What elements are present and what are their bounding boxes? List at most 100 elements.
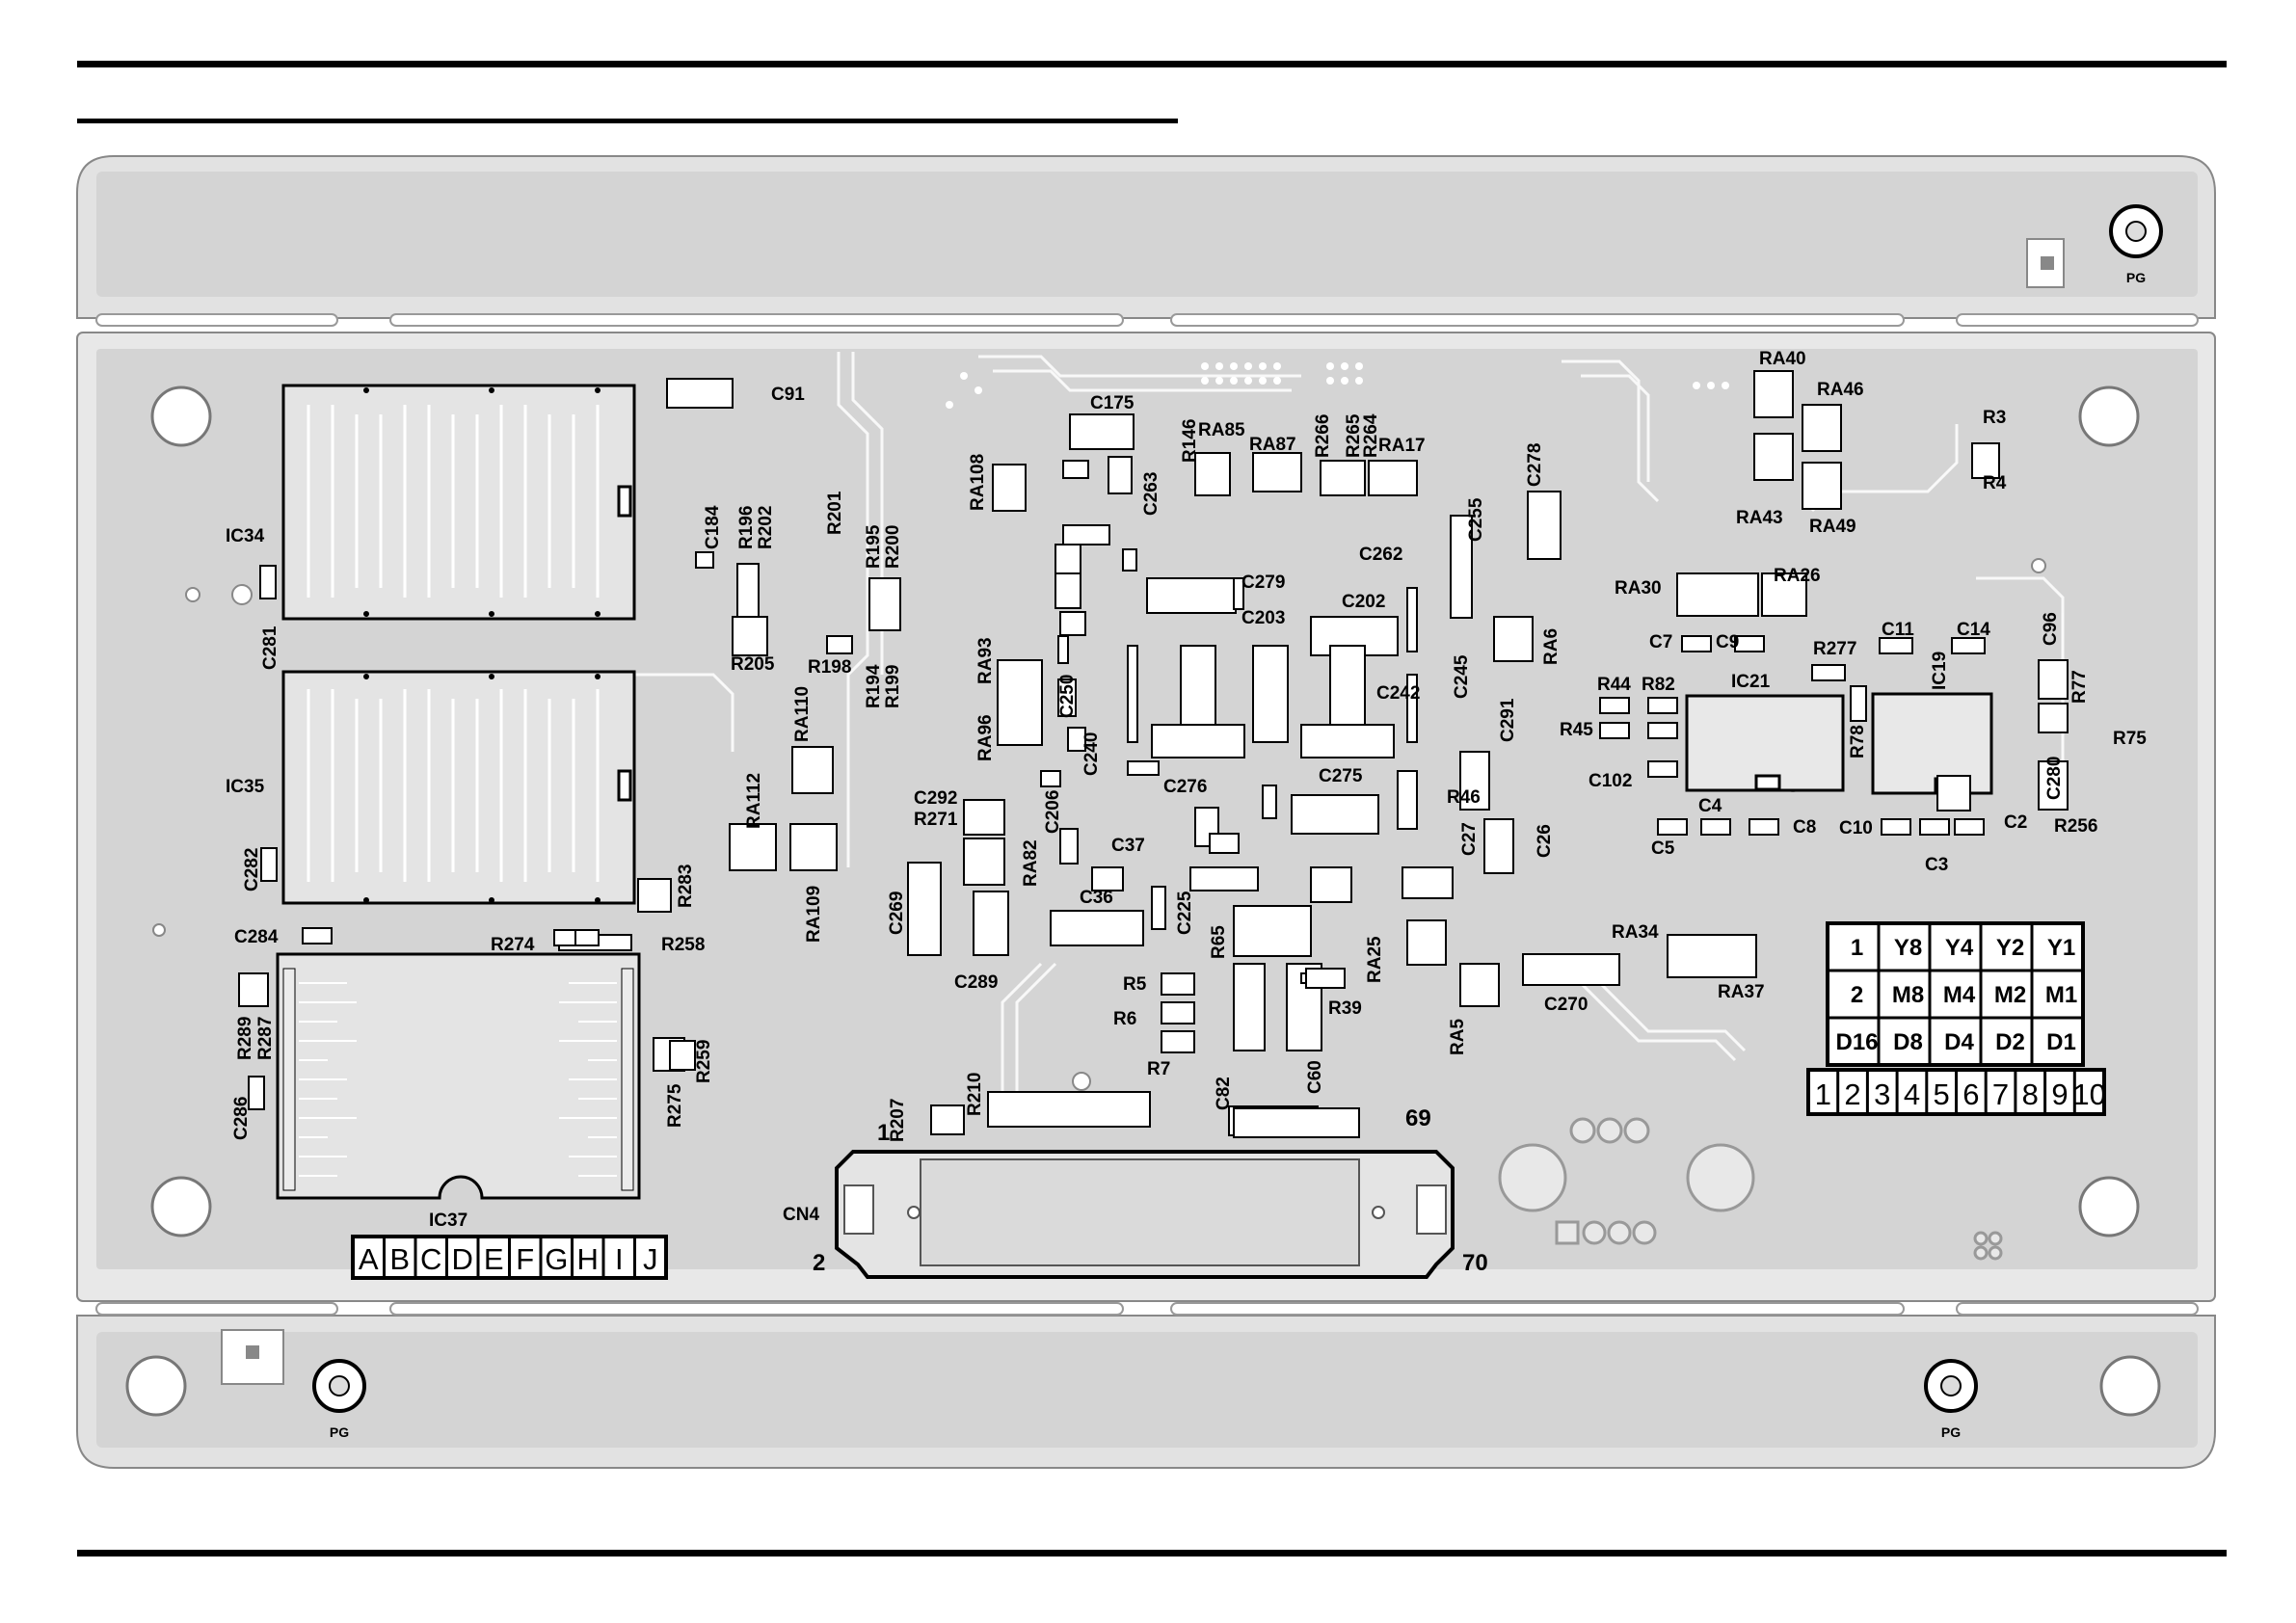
component-label: R283 [676, 865, 696, 908]
table-cell: Y2 [1996, 935, 2024, 961]
component-label: RA109 [804, 886, 824, 943]
smd-pad [1919, 818, 1950, 836]
jumper-letter: G [545, 1242, 568, 1276]
component-label: C184 [703, 505, 723, 549]
component-label: R207 [888, 1099, 908, 1142]
component-label: RA108 [968, 454, 988, 511]
jumper-letter: F [516, 1242, 534, 1276]
table-cell: D1 [2046, 1029, 2076, 1055]
smd-pad [1406, 919, 1447, 966]
component-label: R287 [255, 1017, 276, 1060]
component-label: C281 [260, 625, 280, 670]
component-label: C7 [1649, 632, 1672, 652]
smd-pad [1802, 462, 1842, 510]
table-cell: 1 [1851, 935, 1863, 961]
jumper-letter: B [389, 1242, 410, 1276]
component-label: C240 [1081, 732, 1102, 776]
component-label: C286 [231, 1097, 252, 1140]
smd-pad [1368, 460, 1418, 496]
smd-pad [1252, 645, 1289, 743]
component-label: R195 [864, 524, 884, 569]
smd-pad [868, 577, 901, 631]
smd-pad [2038, 659, 2069, 700]
component-label: RA5 [1448, 1019, 1468, 1055]
digit-cell: 7 [1992, 1078, 2009, 1111]
smd-pad [1657, 818, 1688, 836]
table-cell: D4 [1944, 1029, 1974, 1055]
component-label: C245 [1452, 654, 1472, 699]
component-label: R65 [1209, 925, 1229, 959]
smd-pad [1122, 548, 1137, 572]
sub-rule [77, 119, 1178, 123]
component-label: RA49 [1809, 517, 1856, 537]
smd-pad [1459, 751, 1490, 811]
component-label: R271 [914, 810, 958, 830]
component-label: R4 [1983, 473, 2007, 493]
component-label: C292 [914, 788, 957, 809]
pin-marker [489, 611, 494, 617]
smd-pad [1753, 433, 1794, 481]
component-label: R202 [756, 506, 776, 549]
component-label: C3 [1925, 855, 1948, 875]
cn4-connector[interactable] [835, 1150, 1455, 1279]
component-label: RA110 [792, 686, 813, 742]
smd-pad [1057, 678, 1077, 717]
smd-pad [1320, 460, 1366, 496]
smd-pad [1749, 818, 1779, 836]
smd-pad [1305, 968, 1346, 989]
component-label: RA87 [1249, 435, 1296, 455]
pg-label-bottom-right: PG [1941, 1424, 1961, 1440]
component-label: R196 [736, 506, 757, 549]
smd-pad [1667, 934, 1757, 978]
component-label: R266 [1313, 414, 1333, 458]
smd-pad [907, 862, 942, 956]
cn4-pin-2: 2 [813, 1250, 825, 1276]
component-label: RA6 [1541, 628, 1562, 665]
component-label: C291 [1498, 698, 1518, 742]
component-label: RA43 [1736, 508, 1783, 528]
component-label: C36 [1080, 888, 1113, 908]
component-label: R277 [1813, 639, 1856, 659]
table-cell: M2 [1994, 982, 2026, 1008]
ic35-outline [281, 670, 636, 905]
smd-pad [666, 378, 734, 409]
component-label: R264 [1361, 413, 1381, 458]
component-label: R77 [2069, 670, 2090, 704]
component-label: C242 [1376, 683, 1420, 704]
component-label: R39 [1328, 998, 1362, 1019]
jumper-letter: C [420, 1242, 441, 1276]
component-label: C37 [1111, 836, 1145, 856]
pg-label-top: PG [2126, 270, 2146, 285]
jumper-letter: J [643, 1242, 658, 1276]
jumper-letter: H [577, 1242, 599, 1276]
smd-pad [1057, 635, 1069, 664]
component-label: RA26 [1774, 566, 1821, 586]
smd-pad [1459, 963, 1500, 1007]
table-cell: D16 [1835, 1029, 1878, 1055]
component-label: R46 [1447, 787, 1481, 808]
ic34-outline [281, 384, 636, 621]
component-label: C4 [1698, 796, 1722, 816]
component-label: C282 [242, 848, 262, 891]
smd-pad [1050, 910, 1144, 946]
digit-cell: 10 [2072, 1078, 2105, 1111]
component-label: C270 [1544, 995, 1588, 1015]
smd-pad [1850, 685, 1867, 722]
table-cell: M8 [1892, 982, 1924, 1008]
pin-marker [489, 897, 494, 903]
smd-pad [1291, 794, 1379, 835]
table-cell: M4 [1943, 982, 1976, 1008]
pin-marker [595, 387, 601, 393]
table-cell: Y4 [1945, 935, 1974, 961]
component-label: C175 [1090, 393, 1135, 413]
table-cell: 2 [1851, 982, 1863, 1008]
component-label: C2 [2004, 812, 2027, 833]
ic21-outline [1685, 694, 1845, 792]
smd-pad [1522, 953, 1620, 986]
smd-pad [1493, 616, 1534, 662]
